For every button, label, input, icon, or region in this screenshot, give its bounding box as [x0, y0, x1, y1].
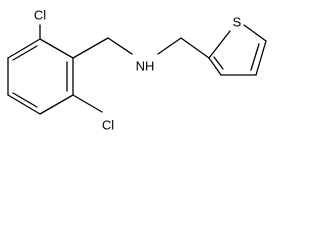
bond-n-ch2	[157, 37, 182, 55]
bond-ring-ch2	[72, 37, 109, 59]
benzene-ring	[7, 38, 74, 115]
bond-ch2-thiophene	[180, 37, 210, 59]
double-bond-th-2	[213, 56, 224, 70]
bond-th-3	[255, 40, 267, 76]
bond-ring-6	[7, 38, 41, 59]
thiophene-ring	[208, 24, 267, 76]
atom-s: S	[233, 14, 242, 29]
atom-cl-top: Cl	[34, 7, 46, 22]
bond-ring-3	[39, 94, 74, 115]
bond-th-5	[208, 57, 222, 76]
bond-cl-bottom	[72, 94, 103, 113]
bond-ring-4	[7, 94, 41, 115]
double-bond-th-1	[250, 43, 260, 71]
atom-cl-bottom: Cl	[102, 117, 114, 132]
structure-svg: Cl Cl NH S	[7, 7, 267, 132]
double-bond-inner-2	[12, 92, 38, 108]
bond-th-2	[243, 24, 267, 42]
molecule-diagram: Cl Cl NH S	[0, 0, 278, 136]
bond-ring-1	[39, 38, 74, 59]
bond-th-1	[208, 30, 231, 59]
double-bond-inner-3	[12, 45, 38, 61]
bond-ch2-n	[107, 37, 133, 55]
atom-nh: NH	[136, 58, 155, 73]
